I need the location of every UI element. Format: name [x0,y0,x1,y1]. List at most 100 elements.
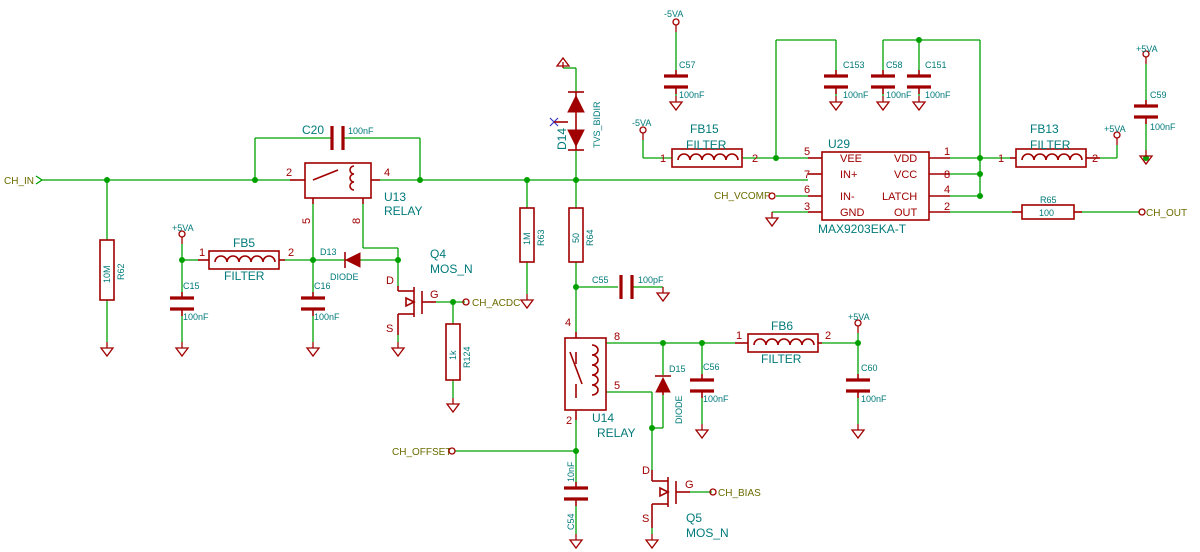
component-ref: U14 [592,411,614,425]
component-ref: C60 [861,363,878,373]
diode-icon [344,252,361,268]
ground-icon [765,211,779,227]
pin-number: 2 [825,330,831,342]
pin-name: IN- [840,191,855,203]
component-ref: FB15 [690,122,719,136]
pin-number: 6 [804,184,810,196]
power-label: -5VA [632,118,651,128]
component-ref: C57 [679,60,696,70]
component-value: 100nF [925,90,951,100]
component-value: MAX9203EKA-T [818,222,907,236]
capacitor-c153[interactable]: C153 100nF [824,60,869,100]
comparator-u29[interactable]: 5 7 6 3 1 8 4 2 VEE IN+ IN- GND VDD VCC … [804,137,950,236]
pin-name: OUT [894,207,918,219]
resistor-r64[interactable]: 50 R64 [568,207,595,263]
relay-u14[interactable]: 4 8 5 2 U14 RELAY [564,317,635,440]
pin-number: 7 [804,169,810,181]
pin-name: IN+ [840,169,857,181]
component-value: FILTER [1030,138,1071,152]
capacitor-c55[interactable]: C55 100pF [592,275,664,299]
pin-number: 2 [1092,153,1098,165]
net-label-ch-out: CH_OUT [1146,208,1187,219]
power-label: -5VA [664,9,683,19]
capacitor-c54[interactable]: 10nF C54 [564,461,588,530]
component-value: TVS_BIDIR [592,101,602,148]
net-label-ch-vcomp: CH_VCOMP [714,191,771,202]
resistor-r63[interactable]: 1M R63 [519,207,546,263]
pin-number: 8 [944,169,950,181]
net-label-ch-acdc: CH_ACDC [472,298,520,309]
pin-number: 2 [752,153,758,165]
diode-d15[interactable]: D15 DIODE [655,364,686,424]
diode-d13[interactable]: D13 DIODE [320,247,361,282]
tvs-diode-d14[interactable]: D14 TVS_BIDIR [549,91,602,151]
capacitor-c56[interactable]: C56 100nF [690,362,729,404]
capacitor-c57[interactable]: C57 100nF [664,60,705,100]
mosfet-q5[interactable]: D G S Q5 MOS_N [642,465,729,540]
component-ref: C58 [886,60,903,70]
pin-number: 8 [614,331,620,343]
ic-body-icon [821,151,930,221]
capacitor-c59[interactable]: C59 100nF [1134,90,1176,132]
resistor-r65[interactable]: R65 100 [1012,195,1082,220]
pin-name: VCC [894,169,917,181]
capacitor-c58[interactable]: C58 100nF [871,60,912,100]
component-ref: R62 [116,263,126,280]
pin-name: VDD [894,153,917,165]
net-label-ch-in: CH_IN [4,176,34,187]
component-value: 1M [522,232,532,245]
resistor-r62[interactable]: 10M R62 [99,239,126,301]
component-value: 100nF [1150,122,1176,132]
component-value: 1k [448,350,458,360]
capacitor-c151[interactable]: C151 100nF [907,60,951,100]
pin-number: D [642,465,650,477]
capacitor-c60[interactable]: C60 100nF [846,363,887,404]
port-icon [768,192,776,200]
capacitor-c15[interactable]: C15 100nF [170,281,209,322]
mosfet-q4[interactable]: D G S Q4 MOS_N [386,247,473,335]
ferrite-fb6[interactable]: 1 2 FB6 FILTER [735,319,831,366]
ground-icon [520,293,534,309]
ferrite-fb13[interactable]: 1 2 FB13 FILTER [998,122,1100,168]
pin-number: 5 [804,146,810,158]
component-value: MOS_N [686,526,729,540]
component-value: MOS_N [430,262,473,276]
component-ref: FB6 [771,319,793,333]
relay-u13[interactable]: 2 4 5 8 U13 RELAY [286,162,422,224]
capacitor-c16[interactable]: C16 100nF [301,281,340,322]
resistor-icon [445,323,461,381]
capacitor-c20[interactable]: C20 100nF [302,123,374,150]
resistor-icon [519,207,535,263]
relay-body-icon [564,337,607,411]
pin-number: S [642,513,649,525]
component-ref: C153 [843,60,865,70]
component-value: 10nF [566,461,576,482]
component-value: RELAY [597,426,635,440]
resistor-r124[interactable]: 1k R124 [445,323,472,381]
component-ref: U13 [384,190,406,204]
component-ref: C54 [566,513,576,530]
component-ref: U29 [828,137,850,151]
pin-number: 1 [736,330,742,342]
component-ref: C20 [302,123,324,137]
ferrite-fb15[interactable]: 1 2 FB15 FILTER [660,122,758,168]
ground-icon [555,56,571,68]
component-ref: Q5 [686,511,702,525]
component-value: 100nF [183,312,209,322]
ferrite-fb5[interactable]: 1 2 FB5 FILTER [198,236,294,283]
component-ref: C16 [314,281,331,291]
component-value: 100nF [703,394,729,404]
pin-number: 2 [566,415,572,427]
relay-body-icon [304,162,372,199]
power-label: +5VA [172,223,194,233]
ground-icon [829,95,843,111]
pin-number: 2 [944,201,950,213]
power-label: +5VA [1136,44,1158,54]
pin-number: 8 [351,218,363,224]
pin-name: GND [840,207,865,219]
component-ref: R124 [462,346,472,368]
component-ref: R65 [1040,195,1057,205]
ground-icon [912,95,926,111]
port-icon [462,298,470,306]
pin-number: S [386,323,393,335]
